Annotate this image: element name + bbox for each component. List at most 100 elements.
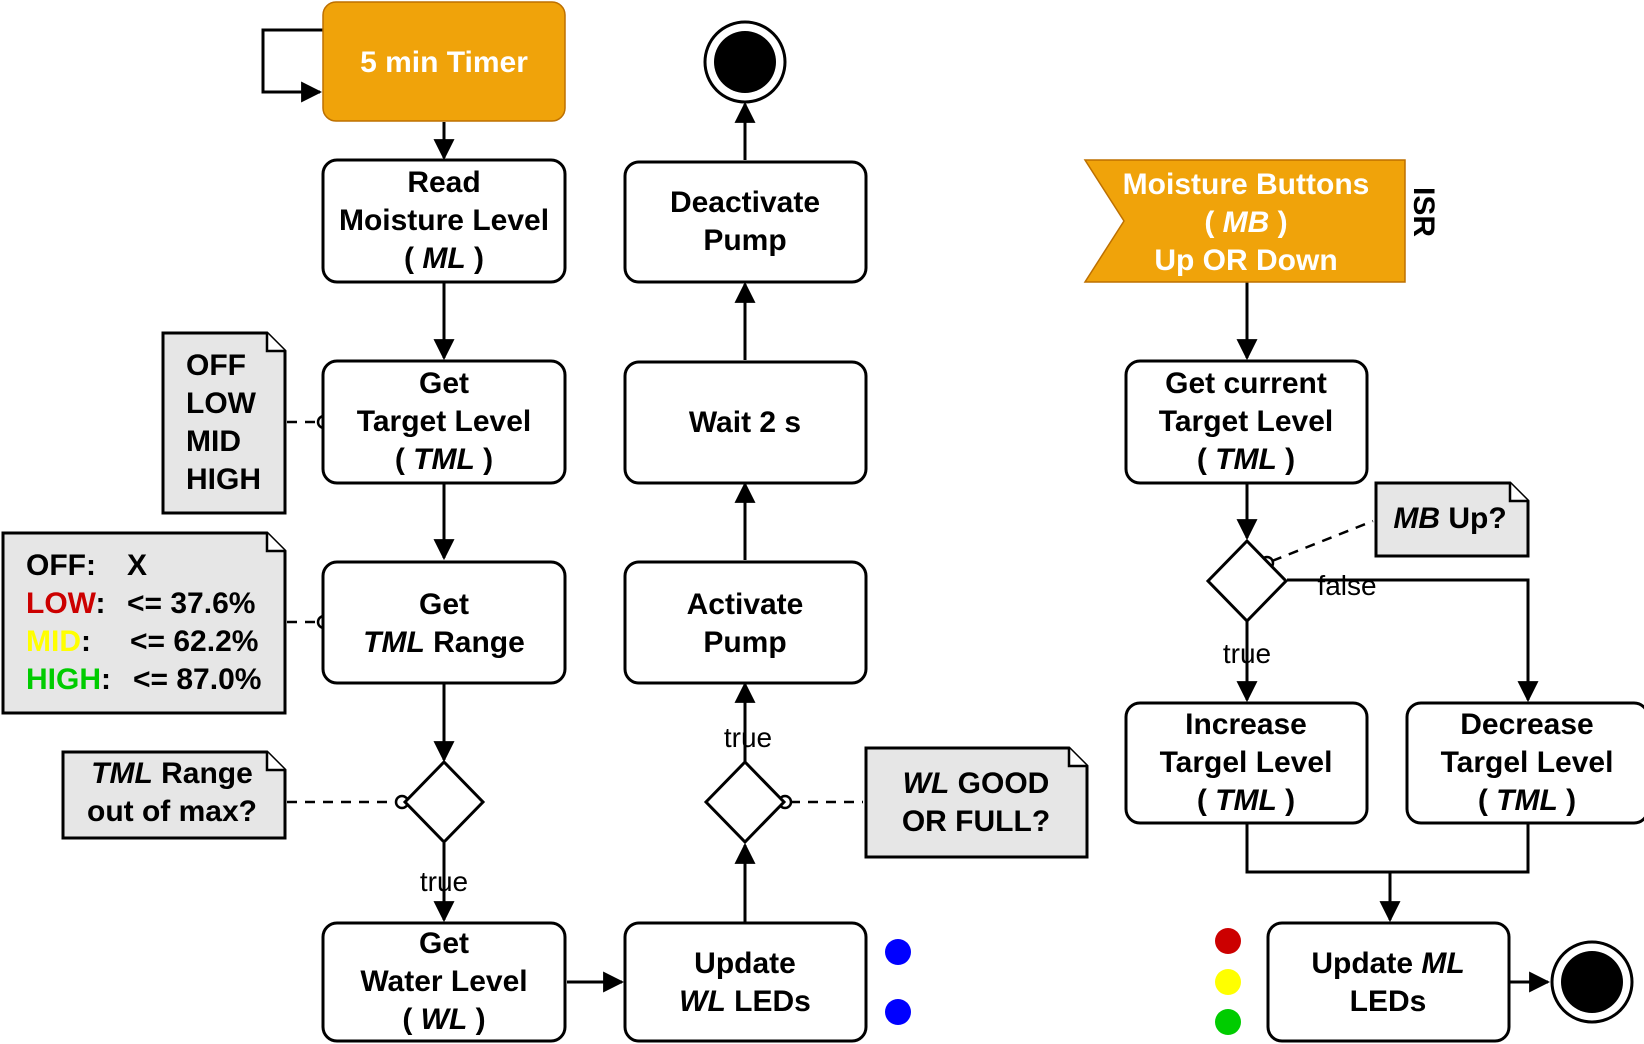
mb-question-text: MB Up? [1393, 502, 1506, 535]
range-question-fold [265, 752, 285, 772]
mb-decision[interactable] [1205, 538, 1289, 624]
isr-event-line1: Moisture Buttons [1123, 168, 1370, 201]
range-note-fold [265, 533, 285, 553]
get-range-shape [321, 560, 567, 685]
get-water-line2: Water Level [360, 965, 527, 998]
get-water-node[interactable]: Get Water Level ( WL ) [321, 921, 567, 1043]
ml-led-yellow [1215, 969, 1241, 995]
increase-node[interactable]: Increase Targel Level ( TML ) [1124, 701, 1369, 825]
timer-node[interactable]: 5 min Timer [322, 1, 566, 122]
end-node-top-dot [714, 31, 776, 93]
activate-pump-shape [623, 560, 868, 685]
get-target-line1: Get [419, 367, 469, 400]
read-moisture-shape [321, 158, 567, 284]
update-ml-node[interactable]: Update ML LEDs [1266, 921, 1511, 1043]
get-target-shape [321, 359, 567, 485]
true-label-mb: true [1223, 638, 1271, 669]
increase-shape [1124, 701, 1369, 825]
wl-led-2 [885, 999, 911, 1025]
range-decision-diamond [402, 759, 486, 845]
levels-note-shape [161, 331, 287, 515]
range-note-low-value: <= 37.6% [127, 587, 255, 620]
mb-question-note: MB Up? [1374, 481, 1530, 558]
range-question-note: TML Range out of max? [61, 750, 287, 840]
levels-note-mid: MID [186, 425, 241, 458]
update-wl-line2: WL LEDs [679, 985, 811, 1018]
wl-decision[interactable] [703, 759, 787, 845]
wl-question-line1: WL GOOD [903, 767, 1050, 800]
end-node-top [703, 20, 787, 104]
wl-question-line2: OR FULL? [902, 805, 1050, 838]
get-water-shape [321, 921, 567, 1043]
increase-line3: ( TML ) [1197, 784, 1295, 817]
isr-event-line2: ( MB ) [1204, 206, 1287, 239]
end-node-right [1550, 940, 1634, 1024]
update-wl-line1: Update [694, 947, 796, 980]
range-note-high-label: HIGH: [26, 663, 111, 696]
get-water-line1: Get [419, 927, 469, 960]
range-note-off-label: OFF: [26, 549, 96, 582]
update-wl-shape [623, 921, 868, 1043]
get-range-line2: TML Range [363, 626, 525, 659]
get-target-node[interactable]: Get Target Level ( TML ) [321, 359, 567, 485]
end-node-right-dot [1561, 951, 1623, 1013]
get-current-line2: Target Level [1159, 405, 1334, 438]
timer-label: 5 min Timer [360, 46, 528, 79]
deactivate-pump-line1: Deactivate [670, 186, 820, 219]
update-wl-node[interactable]: Update WL LEDs [623, 921, 868, 1043]
increase-line2: Targel Level [1160, 746, 1333, 779]
update-ml-line1: Update ML [1311, 947, 1464, 980]
range-note-off-value: X [127, 549, 147, 582]
read-moisture-node[interactable]: Read Moisture Level ( ML ) [321, 158, 567, 284]
levels-note-fold [265, 333, 285, 353]
deactivate-pump-node[interactable]: Deactivate Pump [623, 160, 868, 284]
range-note-shape [1, 531, 287, 715]
mb-decision-diamond [1205, 538, 1289, 624]
ml-led-red [1215, 928, 1241, 954]
update-ml-shape [1266, 921, 1511, 1043]
decrease-line2: Targel Level [1441, 746, 1614, 779]
levels-note-high: HIGH [186, 463, 261, 496]
wl-question-fold [1067, 748, 1087, 768]
range-note: OFF: X LOW: <= 37.6% MID: <= 62.2% HIGH:… [1, 531, 287, 715]
levels-note-low: LOW [186, 387, 257, 420]
get-range-line1: Get [419, 588, 469, 621]
isr-event-shape [1083, 159, 1406, 283]
range-note-low-label: LOW: [26, 587, 105, 620]
range-decision[interactable] [402, 759, 486, 845]
range-question-shape [61, 750, 287, 840]
activate-pump-line1: Activate [687, 588, 804, 621]
get-current-line3: ( TML ) [1197, 443, 1295, 476]
get-range-node[interactable]: Get TML Range [321, 560, 567, 685]
read-moisture-line3: ( ML ) [404, 242, 484, 275]
decrease-line1: Decrease [1460, 708, 1593, 741]
isr-event-line3: Up OR Down [1154, 244, 1337, 277]
edge-decision-decrease [1287, 578, 1539, 703]
timer-loop-edge [261, 28, 323, 103]
decrease-shape [1405, 701, 1644, 825]
true-label-range: true [420, 866, 468, 897]
wl-question-note: WL GOOD OR FULL? [864, 746, 1089, 859]
decrease-node[interactable]: Decrease Targel Level ( TML ) [1405, 701, 1644, 825]
range-note-high-value: <= 87.0% [133, 663, 261, 696]
get-current-node[interactable]: Get current Target Level ( TML ) [1124, 359, 1369, 485]
deactivate-pump-line2: Pump [703, 224, 786, 257]
levels-note-off: OFF [186, 349, 246, 382]
read-moisture-line1: Read [407, 166, 480, 199]
levels-note: OFF LOW MID HIGH [161, 331, 287, 515]
wait-node[interactable]: Wait 2 s [623, 360, 868, 485]
activate-pump-line2: Pump [703, 626, 786, 659]
edges [261, 28, 1551, 993]
increase-line1: Increase [1185, 708, 1307, 741]
isr-event-node[interactable]: Moisture Buttons ( MB ) Up OR Down [1083, 159, 1406, 283]
activate-pump-node[interactable]: Activate Pump [623, 560, 868, 685]
get-water-line3: ( WL ) [402, 1003, 485, 1036]
get-target-line2: Target Level [357, 405, 532, 438]
ml-led-green [1215, 1009, 1241, 1035]
wait-label: Wait 2 s [689, 406, 801, 439]
isr-label: ISR [1407, 187, 1440, 237]
get-current-line1: Get current [1165, 367, 1327, 400]
deactivate-pump-shape [623, 160, 868, 284]
range-question-line1: TML Range [91, 757, 253, 790]
